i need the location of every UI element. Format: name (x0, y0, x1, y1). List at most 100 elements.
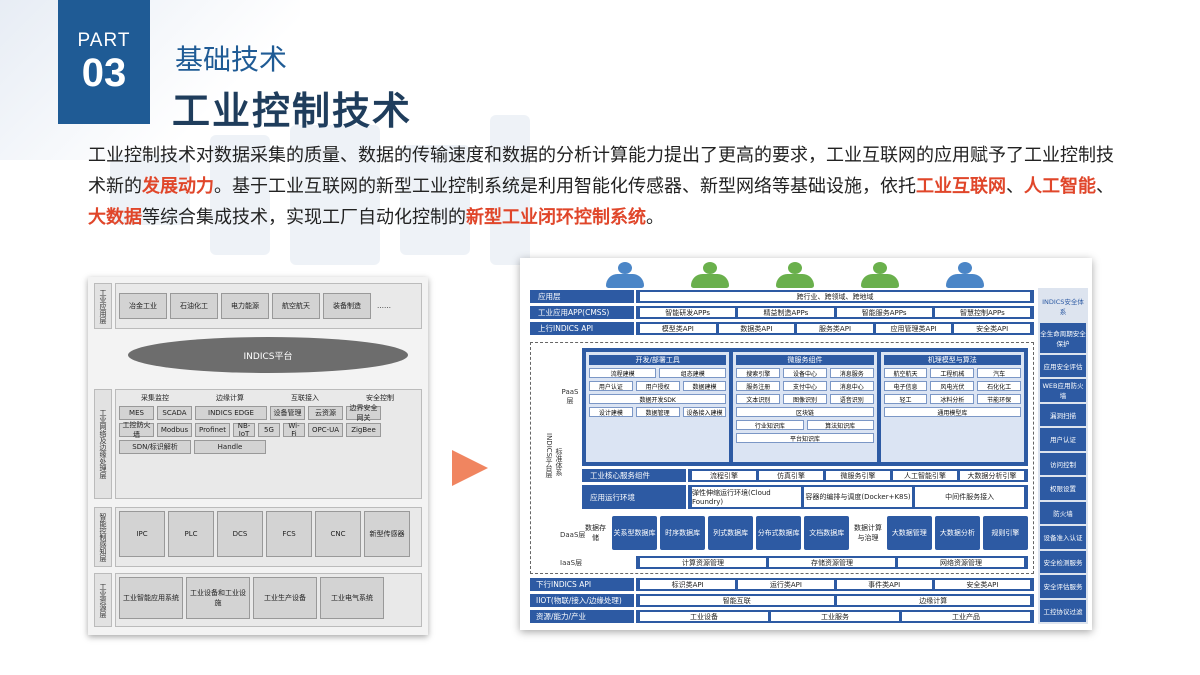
rd-cell: 智能研发APPs (640, 308, 736, 317)
paas-cell: 用户认证 (589, 381, 633, 391)
security-column: INDICS安全体系 全生命周期安全保护 应用安全评估 WEB应用防火墙 漏洞扫… (1038, 288, 1088, 624)
rd-cmss-strip: 智能研发APPs 精益制造APPs 智能服务APPs 智慧控制APPs (636, 306, 1034, 319)
rd-layer-label: 资源/能力/产业 (530, 610, 634, 623)
rd-iiot-row: IIOT(物联/接入/边缘处理) 智能互联 边缘计算 (530, 594, 1034, 607)
rd-cell: 容器的编排与调度(Docker+K8S) (803, 487, 913, 507)
transition-arrow-icon (452, 450, 488, 486)
ld-side-label: 智能控制感知层 (94, 507, 112, 567)
ld-net-item: 5G (258, 423, 280, 437)
security-item: 权限设置 (1040, 477, 1086, 500)
paas-cell: 消息中心 (829, 381, 874, 391)
paas-col-head: 微服务组件 (736, 355, 874, 365)
rd-cell: 弹性伸缩运行环境(Cloud Foundry) (692, 487, 801, 507)
ld-side-label: 工业应用层 (94, 283, 112, 329)
rd-cell: 跨行业、跨领域、跨地域 (640, 292, 1030, 301)
ld-net-item: Wi-Fi (283, 422, 305, 438)
rd-iaas-strip: 计算资源管理 存储资源管理 网络资源管理 (636, 556, 1028, 569)
ld-side-label: 工业资源层 (94, 573, 112, 627)
security-item: 工控协议过滤 (1040, 599, 1086, 623)
paas-cell: 风电光伏 (930, 381, 975, 391)
part-badge: PART 03 (58, 0, 150, 124)
rd-cell: 流程引擎 (692, 471, 756, 480)
ld-net-item: ZigBee (346, 423, 381, 437)
security-item: WEB应用防火墙 (1040, 379, 1086, 402)
rd-cell: 工业服务 (771, 612, 899, 621)
security-item: 应用安全评估 (1040, 354, 1086, 378)
paas-cell: 数据开发SDK (589, 394, 727, 404)
paas-cell: 节能环保 (977, 394, 1021, 404)
ld-ctrl-item: CNC (315, 511, 361, 557)
paas-cell: 用户授权 (635, 381, 680, 391)
rd-cell: 应用管理类API (875, 324, 952, 333)
paas-col-microservices: 微服务组件 搜索引擎设备中心消息服务 服务注册支付中心消息中心 文本识别图像识别… (733, 352, 877, 462)
rd-cell: 工业产品 (902, 612, 1030, 621)
daas-item: 时序数据库 (660, 516, 706, 550)
security-item: 设备准入认证 (1040, 526, 1086, 549)
paas-cell: 设计建模 (589, 407, 633, 417)
paas-cell: 轻工 (883, 394, 928, 404)
highlight-big-data: 大数据 (88, 207, 142, 228)
daas-item: 大数据分析 (934, 516, 980, 550)
rd-cell: 精益制造APPs (738, 308, 834, 317)
user-icon (940, 262, 990, 288)
daas-item: 关系型数据库 (612, 516, 658, 550)
user-icon (855, 262, 905, 288)
ld-net-item: Profinet (195, 423, 230, 437)
paas-cell: 区块链 (736, 407, 874, 417)
rd-cell: 工业设备 (640, 612, 768, 621)
rd-cell: 中间件服务接入 (915, 487, 1025, 507)
paas-cell: 电子信息 (883, 381, 928, 391)
text-segment: 。 (646, 207, 664, 228)
ld-res-layer: 工业资源层 工业智能应用系统 工业设备和工业设施 工业生产设备 工业电气系统 (94, 573, 422, 627)
user-icon (685, 262, 735, 288)
ld-app-item: 航空航天 (272, 293, 320, 319)
ld-side-label: 工业网络及边缘处理层 (94, 389, 112, 499)
ld-group-title: 互联接入 (269, 393, 341, 403)
section-subtitle: 基础技术 (175, 43, 288, 76)
paas-cell: 语音识别 (829, 394, 874, 404)
text-segment: 、 (1096, 176, 1114, 197)
text-segment: 工业控制技术对数据采集的质量、数据的传输速度和数据的分析计算能力提出了更高的要求… (88, 145, 1114, 197)
text-segment: 、 (1006, 176, 1024, 197)
users-group (600, 262, 990, 288)
ld-ctrl-body: IPC PLC DCS FCS CNC 新型传感器 (115, 507, 422, 567)
rd-cell: 边缘计算 (836, 596, 1030, 605)
rd-app-strip: 跨行业、跨领域、跨地域 (636, 290, 1034, 303)
ld-ctrl-item: 新型传感器 (364, 511, 410, 557)
security-item: 访问控制 (1040, 452, 1086, 476)
ld-ctrl-item: DCS (217, 511, 263, 557)
rd-cell: 存储资源管理 (769, 558, 895, 567)
rd-cell: 安全类API (954, 324, 1030, 333)
rd-downapi-row: 下行INDICS API 标识类API 运行类API 事件类API 安全类API (530, 578, 1034, 591)
paas-cell: 数据管理 (635, 407, 680, 417)
paas-cell: 航空航天 (883, 368, 928, 378)
rd-cell: 运行类API (738, 580, 834, 589)
rd-layer-label: 工业应用APP(CMSS) (530, 306, 634, 319)
rd-cell: 数据类API (718, 324, 795, 333)
intro-paragraph: 工业控制技术对数据采集的质量、数据的传输速度和数据的分析计算能力提出了更高的要求… (88, 140, 1118, 233)
paas-cell: 算法知识库 (806, 420, 874, 430)
rd-cell: 安全类API (934, 580, 1030, 589)
ld-net-item: MES (119, 406, 154, 420)
rd-layer-label: IIOT(物联/接入/边缘处理) (530, 594, 634, 607)
ld-net-item: 设备管理 (270, 406, 305, 420)
paas-cell: 消息服务 (829, 368, 874, 378)
daas-layer-label: DaaS层 (560, 531, 586, 539)
daas-item: 规则引擎 (982, 516, 1028, 550)
platform-frame (530, 342, 1034, 574)
ld-res-body: 工业智能应用系统 工业设备和工业设施 工业生产设备 工业电气系统 (115, 573, 422, 627)
ld-group-title: 边缘计算 (194, 393, 266, 403)
ld-net-item: 工控防火墙 (119, 421, 154, 439)
paas-cell: 通用模型库 (883, 407, 1021, 417)
ld-res-item: 工业生产设备 (253, 577, 317, 619)
ld-group-title: 安全控制 (344, 393, 416, 403)
ld-app-item: 石油化工 (170, 293, 218, 319)
ld-app-layer: 工业应用层 冶金工业 石油化工 电力能源 航空航天 装备制造 …… (94, 283, 422, 329)
paas-col-tools: 开发/部署工具 流程建模组态建模 用户认证用户授权数据建模 数据开发SDK 设计… (586, 352, 730, 462)
ld-net-item: Handle (194, 440, 266, 454)
rd-cell: 网络资源管理 (898, 558, 1024, 567)
ld-ctrl-item: PLC (168, 511, 214, 557)
paas-cell: 石化化工 (977, 381, 1021, 391)
ld-net-item: Modbus (157, 423, 192, 437)
rd-cell: 人工智能引擎 (893, 471, 957, 480)
